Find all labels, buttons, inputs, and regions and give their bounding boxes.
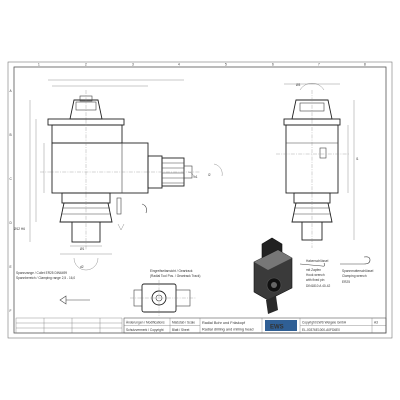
company-logo-text: EWS	[270, 325, 284, 331]
dim-l2: l2	[208, 173, 211, 177]
title-left-text-2: Schutzvermerk / Copyright	[126, 328, 164, 332]
row-mark-a: A	[10, 89, 13, 93]
front-side-screw	[116, 197, 122, 215]
clamping-wrench-title: Spannmutterschlüssel	[342, 269, 374, 273]
title-german: Radial Bohr und Fräskopf	[202, 321, 246, 325]
dim-phi-d1: Ø1	[80, 247, 84, 251]
hook-wrench-code: DIN1810 A 40-42	[306, 284, 331, 288]
title-right-text-1: Copyright EWS Weigele GmbH	[302, 321, 347, 325]
column-marks: 1 2 3 4 5 6 7 8	[38, 63, 366, 67]
hook-wrench-shape	[299, 262, 325, 267]
title-mid-text-1: Maßstab / Scale	[172, 321, 195, 325]
hook-wrench-line3: Hook wrench	[306, 273, 325, 277]
title-block: Änderungen / Modifications Schutzvermerk…	[123, 317, 387, 334]
sheet-size: A3	[374, 321, 378, 325]
front-view: Ø12 H6 Ø1 d2 h1	[14, 79, 200, 271]
front-lever	[141, 203, 147, 214]
detail-label-line1: Eingreifseitansicht / Geartrack	[150, 269, 193, 273]
row-mark-c: C	[10, 177, 13, 181]
iso-shank	[266, 296, 278, 314]
side-key-slot	[319, 147, 327, 159]
row-mark-e: E	[10, 265, 12, 269]
small-tool-symbol	[59, 295, 90, 305]
dim-phi-small: Ø12 H6	[14, 227, 25, 231]
row-mark-d: D	[10, 221, 13, 225]
clamping-info: Spannzange / Collet ER25 DIN6499 Spannbe…	[16, 271, 75, 280]
hook-wrench-title: Hakenschlüssel	[306, 259, 329, 263]
clamping-wrench-code: ER25	[342, 280, 350, 284]
clamping-wrench-line2: Clamping wrench	[342, 274, 367, 278]
detail-label-line2: (Radial Tool Pos. / Geartrack Track)	[150, 274, 200, 278]
row-marks: A B C D E F	[10, 89, 13, 313]
title-mid-text-2: Blatt / Sheet	[172, 328, 189, 332]
clamping-wrench-shape	[340, 256, 371, 265]
company-logo	[265, 320, 297, 331]
col-mark-8: 8	[364, 63, 366, 67]
side-lower-nut	[291, 202, 333, 223]
hook-wrench-line4: with fixed pin	[306, 278, 325, 282]
clamping-wrench: Spannmutterschlüssel Clamping wrench ER2…	[340, 256, 374, 284]
revision-strip	[15, 317, 123, 334]
hook-wrench-line2: mit Zapfen	[306, 268, 321, 272]
col-mark-4: 4	[178, 63, 180, 67]
side-view: l1 Ø3 l2	[208, 83, 359, 248]
front-lower-nut	[59, 202, 113, 223]
col-mark-3: 3	[132, 63, 134, 67]
hook-wrench: Hakenschlüssel mit Zapfen Hook wrench wi…	[299, 259, 331, 288]
col-mark-1: 1	[38, 63, 40, 67]
title-left-text-1: Änderungen / Modifications	[126, 321, 165, 325]
clamping-collet-label: Spannzange / Collet ER25 DIN6499	[16, 271, 67, 275]
isometric-view	[253, 237, 293, 314]
dim-h1: h1	[194, 175, 198, 179]
drawing-number: EL-00376E1000-A0FD6E0	[302, 328, 340, 332]
clamping-range-label: Spannbereich / Clamping range 2,5 - 16,0	[16, 276, 75, 280]
dim-l1: l1	[356, 157, 359, 161]
dim-phi-side: Ø3	[296, 83, 300, 87]
col-mark-2: 2	[85, 63, 87, 67]
title-english: Radial drilling and milling head	[202, 328, 254, 332]
col-mark-5: 5	[225, 63, 227, 67]
col-mark-7: 7	[318, 63, 320, 67]
col-mark-6: 6	[272, 63, 274, 67]
row-mark-f: F	[10, 309, 12, 313]
detail-view: Eingreifseitansicht / Geartrack (Radial …	[130, 269, 200, 316]
row-mark-b: B	[10, 133, 12, 137]
dim-d2: d2	[80, 265, 84, 269]
